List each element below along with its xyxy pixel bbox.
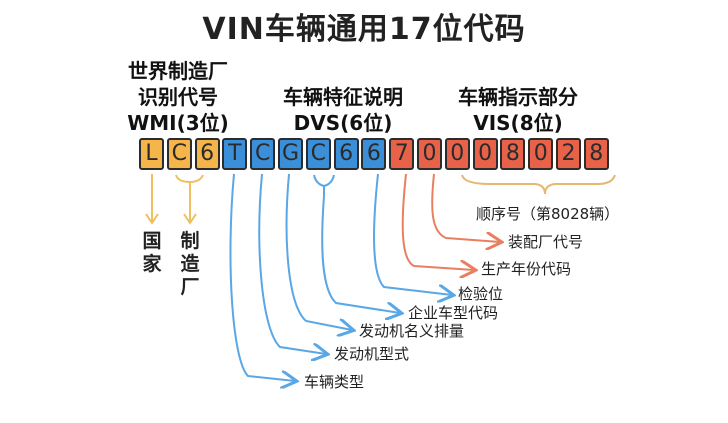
label-country-char-2: 家 [142,253,162,275]
vin-char-9: 6 [361,138,387,170]
line-check [373,173,452,295]
wmi-heading-line-2: 识别代号 [138,85,218,109]
vin-char-16: 2 [556,138,581,170]
page-title: VIN车辆通用17位代码 [202,12,526,47]
vin-char-12: 0 [444,138,470,170]
vis-heading-line-2: VIS(8位) [473,111,563,135]
label-year: 生产年份代码 [481,260,572,278]
vin-char-1: L [139,138,164,170]
vis-heading-line-1: 车辆指示部分 [458,85,578,109]
vin-char-13: 0 [472,138,498,170]
vds-heading-line-1: 车辆特征说明 [283,85,403,109]
vin-char-17: 8 [583,138,609,170]
wmi-heading-line-3: WMI(3位) [127,111,229,135]
line-vehicle-type [229,173,295,381]
vin-char-15: 0 [528,138,554,170]
brace-model-code [313,174,335,196]
label-country: 国 家 [140,230,164,276]
vin-char-6: G [278,138,303,170]
label-vehicle-type: 车辆类型 [304,373,365,391]
brace-manufacturer [175,174,204,190]
brace-serial [461,174,616,195]
line-year [401,173,474,270]
vds-heading-line-2: DVS(6位) [293,111,393,135]
label-model-code: 企业车型代码 [408,304,499,322]
label-manufacturer-char-1: 制 [180,230,200,252]
label-manufacturer-char-2: 造 [180,253,200,275]
vis-section-heading: 车辆指示部分 VIS(8位) [428,84,608,136]
vin-char-11: 0 [417,138,442,170]
line-displacement [285,173,352,330]
label-country-char-1: 国 [142,230,162,252]
arrow-country-head [145,213,159,225]
vin-char-5: C [250,138,276,170]
arrow-manufacturer-head [183,213,197,225]
vin-char-7: C [305,138,331,170]
line-plant [431,173,500,242]
label-engine-type: 发动机型式 [334,345,410,363]
vds-section-heading: 车辆特征说明 DVS(6位) [253,84,433,136]
label-manufacturer-char-3: 厂 [180,276,200,298]
vin-char-10: 7 [389,138,415,170]
label-serial: 顺序号（第8028辆） [476,205,620,223]
wmi-section-heading: 世界制造厂 识别代号 WMI(3位) [98,58,258,136]
label-plant: 装配厂代号 [508,233,584,251]
wmi-heading-line-1: 世界制造厂 [128,59,228,83]
vin-char-2: C [166,138,192,170]
line-engine-type [258,173,326,354]
label-check: 检验位 [458,285,504,303]
vin-char-3: 6 [194,138,220,170]
vin-char-4: T [222,138,248,170]
line-model-code [321,195,400,313]
label-manufacturer: 制 造 厂 [178,230,202,299]
vin-char-8: 6 [333,138,359,170]
vin-char-14: 8 [500,138,526,170]
label-displacement: 发动机名义排量 [359,322,465,340]
